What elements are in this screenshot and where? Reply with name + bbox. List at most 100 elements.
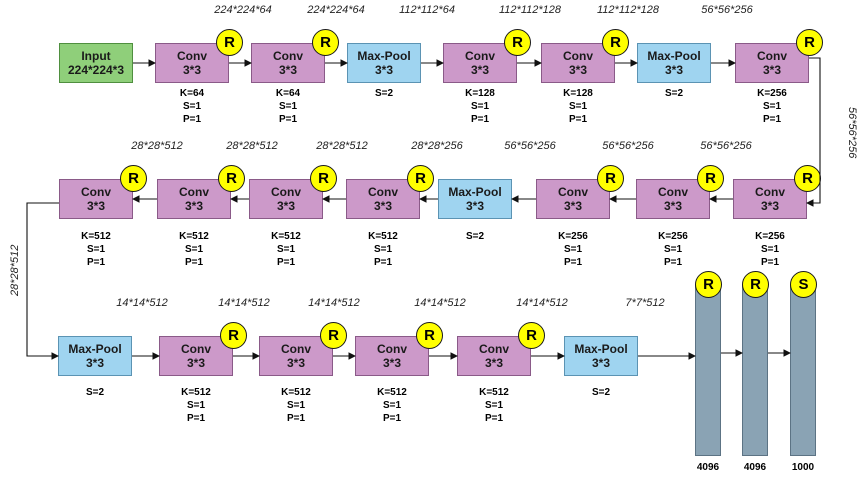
relu-badge: R xyxy=(220,322,247,349)
feature-map-dim: 224*224*64 xyxy=(307,4,365,16)
param-value: P=1 xyxy=(382,413,402,424)
block-size: 3*3 xyxy=(484,356,504,370)
fc-layer-size: 4096 xyxy=(696,462,720,473)
param-value: S=1 xyxy=(184,244,204,255)
block-title: Conv xyxy=(755,185,785,199)
param-value: K=256 xyxy=(658,231,688,242)
param-value: K=512 xyxy=(368,231,398,242)
block-size: 3*3 xyxy=(591,356,611,370)
param-value: S=1 xyxy=(762,101,782,112)
relu-badge: R xyxy=(597,165,624,192)
block-size: 3*3 xyxy=(374,63,394,77)
param-value: K=512 xyxy=(271,231,301,242)
relu-badge: R xyxy=(695,271,722,298)
block-title: Conv xyxy=(179,185,209,199)
param-value: K=512 xyxy=(281,387,311,398)
param-value: P=1 xyxy=(86,257,106,268)
block-title: Conv xyxy=(558,185,588,199)
fc-layer-bar xyxy=(790,285,816,456)
fc-layer-size: 4096 xyxy=(743,462,767,473)
param-value: S=2 xyxy=(374,88,394,99)
block-size: 3*3 xyxy=(760,199,780,213)
block-title: Max-Pool xyxy=(448,185,502,199)
param-value: K=512 xyxy=(181,387,211,398)
param-value: S=1 xyxy=(276,244,296,255)
param-value: S=2 xyxy=(664,88,684,99)
block-title: Input xyxy=(81,49,111,63)
feature-map-dim: 224*224*64 xyxy=(214,4,272,16)
param-value: P=1 xyxy=(470,114,490,125)
relu-badge: R xyxy=(407,165,434,192)
layer-params: S=2 xyxy=(644,87,704,100)
param-value: S=1 xyxy=(286,400,306,411)
block-title: Max-Pool xyxy=(68,342,122,356)
block-title: Conv xyxy=(658,185,688,199)
block-size: 3*3 xyxy=(85,356,105,370)
block-title: Conv xyxy=(377,342,407,356)
param-value: S=1 xyxy=(663,244,683,255)
feature-map-dim: 28*28*512 xyxy=(316,140,368,152)
relu-badge: R xyxy=(697,165,724,192)
param-value: K=512 xyxy=(479,387,509,398)
layer-params: S=2 xyxy=(445,230,505,243)
block-size: 3*3 xyxy=(663,199,683,213)
block-title: Conv xyxy=(465,49,495,63)
feature-map-dim: 14*14*512 xyxy=(308,297,360,309)
param-value: K=64 xyxy=(275,88,301,99)
feature-map-dim: 28*28*512 xyxy=(131,140,183,152)
block-size: 3*3 xyxy=(470,63,490,77)
block-title: Conv xyxy=(281,342,311,356)
param-value: S=1 xyxy=(278,101,298,112)
param-value: S=1 xyxy=(382,400,402,411)
block-title: Conv xyxy=(479,342,509,356)
block-title: Conv xyxy=(368,185,398,199)
param-value: P=1 xyxy=(563,257,583,268)
relu-badge: R xyxy=(796,29,823,56)
fc-layer-size: 1000 xyxy=(791,462,815,473)
param-value: K=256 xyxy=(558,231,588,242)
param-value: K=512 xyxy=(81,231,111,242)
param-value: P=1 xyxy=(373,257,393,268)
param-value: K=512 xyxy=(377,387,407,398)
param-value: P=1 xyxy=(568,114,588,125)
block-size: 3*3 xyxy=(762,63,782,77)
block-title: Conv xyxy=(181,342,211,356)
param-value: P=1 xyxy=(663,257,683,268)
feature-map-dim: 56*56*256 xyxy=(700,140,752,152)
relu-badge: R xyxy=(218,165,245,192)
param-value: P=1 xyxy=(276,257,296,268)
param-value: P=1 xyxy=(184,257,204,268)
feature-map-dim: 14*14*512 xyxy=(516,297,568,309)
block-title: Conv xyxy=(177,49,207,63)
block-title: Conv xyxy=(563,49,593,63)
relu-badge: R xyxy=(312,29,339,56)
flow-arrow xyxy=(26,202,60,360)
block-size: 3*3 xyxy=(278,63,298,77)
param-value: P=1 xyxy=(760,257,780,268)
block-title: Max-Pool xyxy=(357,49,411,63)
fc-layer-bar xyxy=(695,285,721,456)
block-title: Conv xyxy=(273,49,303,63)
